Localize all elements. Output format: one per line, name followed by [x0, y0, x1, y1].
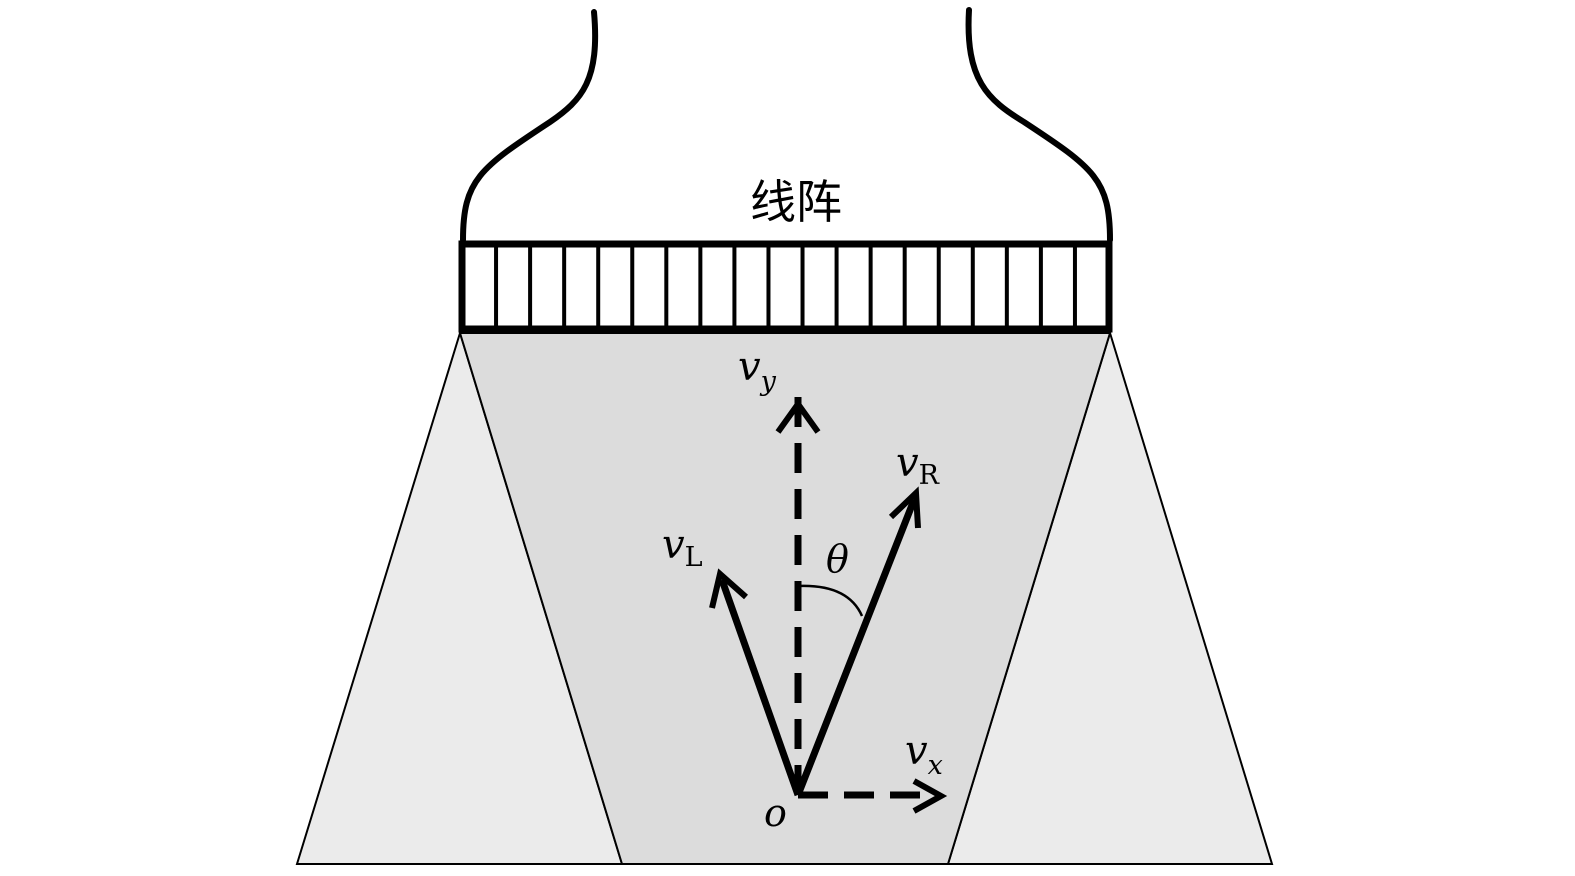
vl-label: vL	[662, 522, 703, 573]
vr-arrowhead	[888, 486, 921, 529]
array-label: 线阵	[750, 175, 842, 229]
vl-arrowhead	[709, 568, 748, 609]
vr-vector	[794, 498, 918, 797]
theta-arc	[797, 584, 864, 617]
vy-arrowhead	[775, 398, 821, 434]
vl-vector	[718, 578, 802, 797]
vy-label: vy	[738, 344, 777, 397]
linear-array	[458, 240, 1113, 333]
theta-label: θ	[826, 537, 849, 581]
vx-arrowhead	[912, 778, 948, 814]
probe-housing-right	[965, 7, 1113, 243]
origin-label: o	[764, 791, 787, 835]
vr-label: vR	[896, 440, 940, 491]
linear-array-frame	[458, 240, 1113, 333]
vx-label: vx	[905, 728, 943, 781]
probe-housing-left	[460, 9, 599, 243]
